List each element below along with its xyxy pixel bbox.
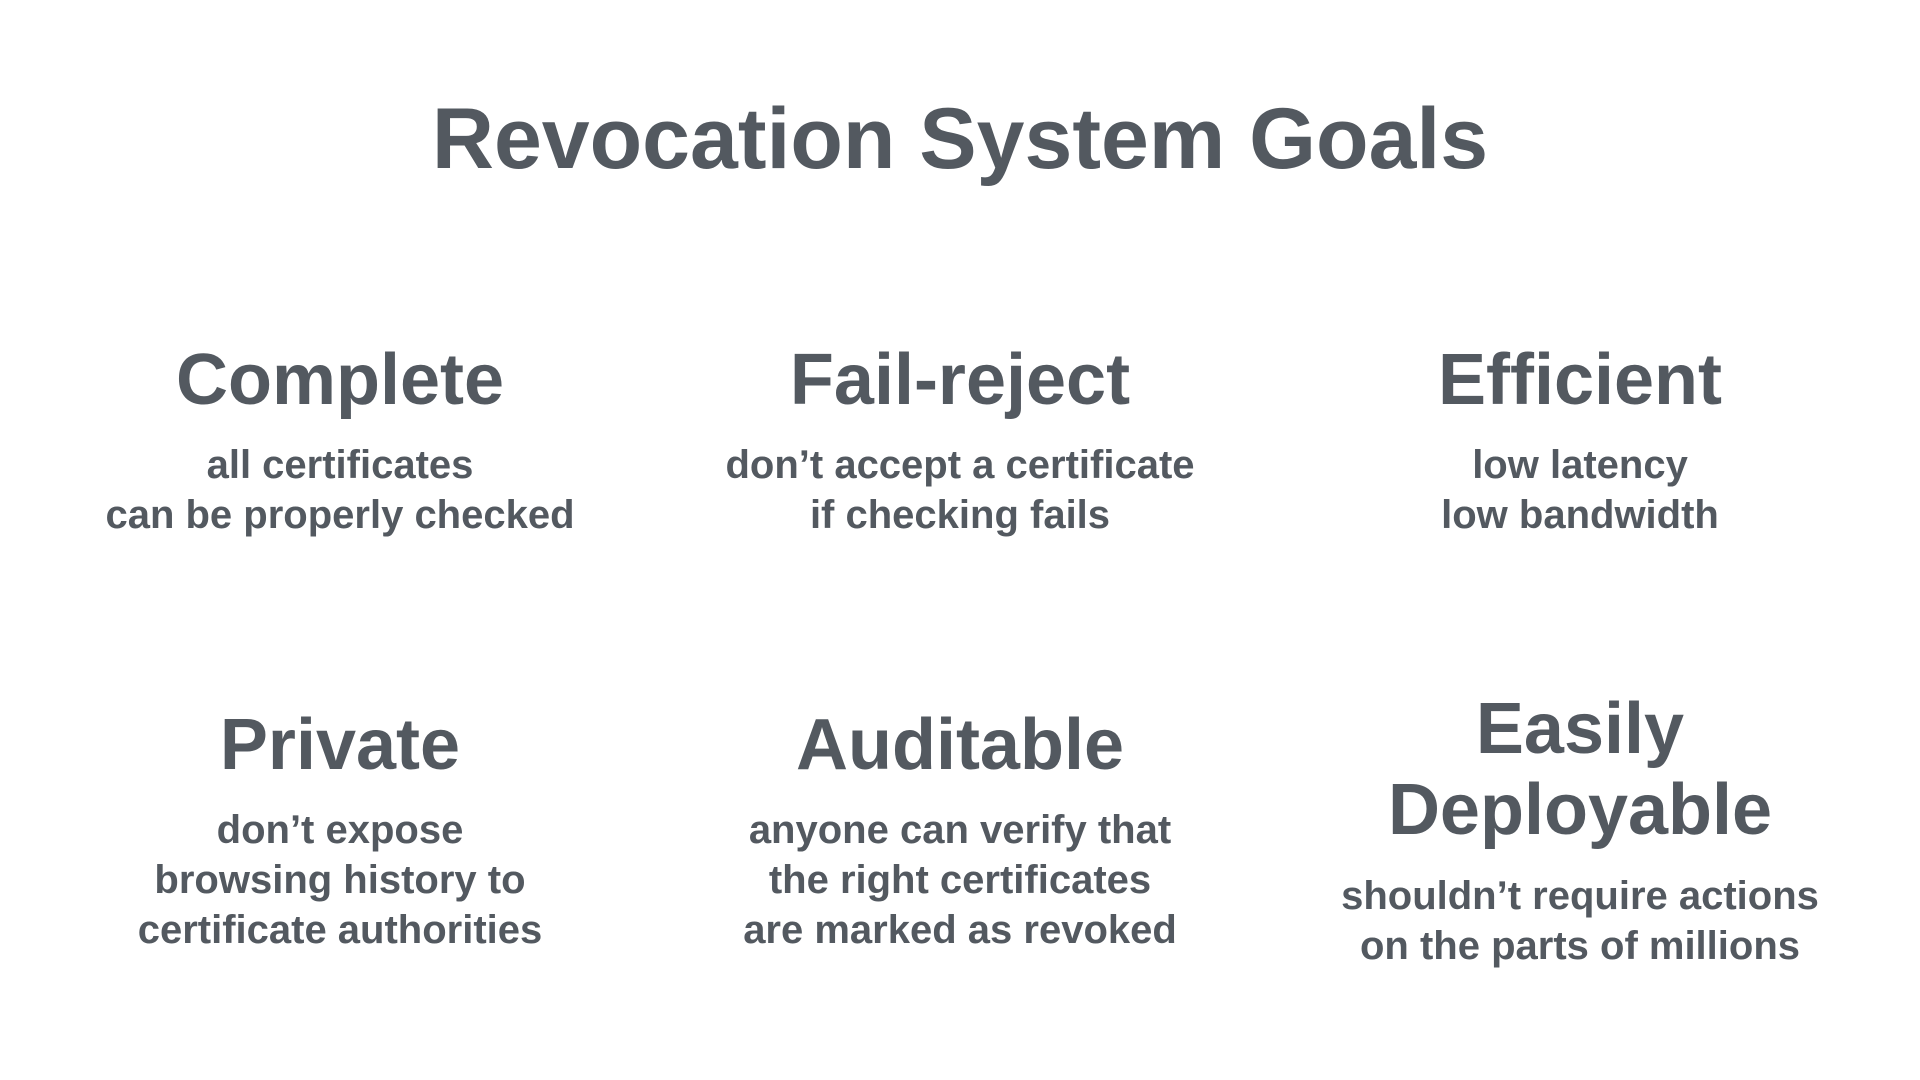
goal-card-easily-deployable: Easily Deployable shouldn’t require acti… — [1341, 689, 1819, 970]
goal-efficient-description: low latency low bandwidth — [1441, 443, 1719, 538]
goal-auditable-description: anyone can verify that the right certifi… — [743, 808, 1177, 953]
goal-fail-reject-description: don’t accept a certificate if checking f… — [725, 443, 1195, 538]
goal-efficient-name: Efficient — [1437, 339, 1723, 420]
goal-private-description: don’t expose browsing history to certifi… — [137, 808, 543, 953]
goal-card-private: Private don’t expose browsing history to… — [138, 705, 543, 956]
goal-complete-name: Complete — [175, 339, 505, 420]
goal-card-efficient: Efficient low latency low bandwidth — [1438, 340, 1722, 541]
goal-fail-reject-name: Fail-reject — [789, 339, 1131, 420]
goal-auditable-name: Auditable — [795, 704, 1124, 785]
goal-easily-deployable-description: shouldn’t require actions on the parts o… — [1341, 873, 1819, 968]
goal-complete-description: all certificates can be properly checked — [105, 443, 575, 538]
goal-private-name: Private — [219, 704, 461, 785]
slide-title: Revocation System Goals — [431, 91, 1489, 187]
goal-card-fail-reject: Fail-reject don’t accept a certificate i… — [725, 340, 1194, 541]
goal-card-complete: Complete all certificates can be properl… — [105, 340, 574, 541]
goals-grid: Complete all certificates can be properl… — [30, 245, 1890, 1025]
goal-card-auditable: Auditable anyone can verify that the rig… — [743, 705, 1177, 956]
goal-easily-deployable-name: Easily Deployable — [1387, 689, 1773, 850]
